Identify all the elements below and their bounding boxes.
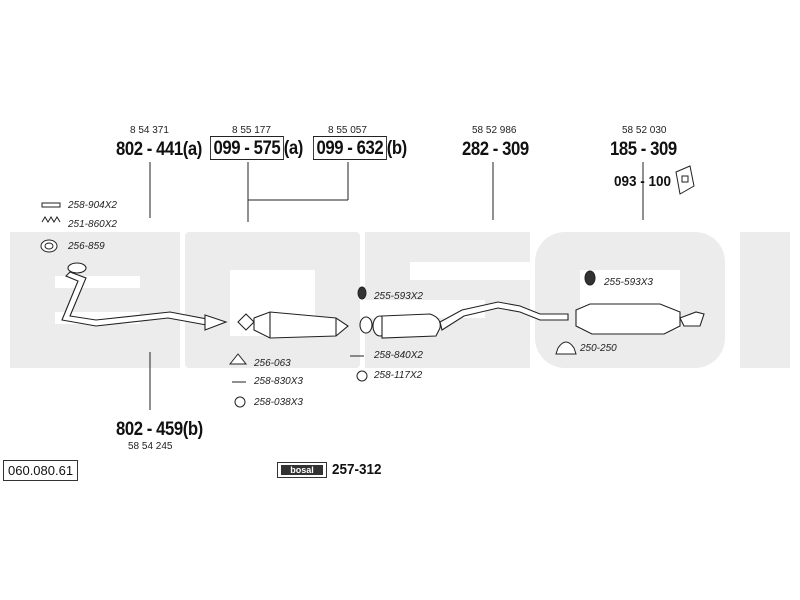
part-number-cat-a[interactable]: 099 - 575(a) [210, 136, 304, 160]
accessory-label[interactable]: 258-038X3 [254, 397, 303, 408]
rubber-mount-icon-2 [584, 270, 596, 286]
part-variant: (a) [182, 139, 203, 160]
accessory-label[interactable]: 258-117X2 [374, 370, 423, 381]
part-variant: (b) [386, 138, 407, 159]
part-number-cat-b[interactable]: 099 - 632(b) [313, 136, 407, 160]
accessory-icons [40, 202, 596, 408]
front-pipe [61, 262, 228, 331]
rubber-mount-icon [357, 286, 367, 300]
bosal-logo: bosal [277, 462, 327, 478]
accessory-label[interactable]: 250-250 [580, 343, 617, 354]
oe-number-cat-a: 8 55 177 [232, 125, 271, 136]
part-number-value: 802 - 441 [116, 139, 183, 160]
accessory-label[interactable]: 256-859 [68, 241, 105, 252]
nut-icon [234, 396, 246, 408]
part-number-rear[interactable]: 185 - 309 [610, 139, 677, 160]
kit-part-number[interactable]: 257-312 [332, 461, 382, 478]
clamp-icon [555, 341, 577, 355]
bracket-icon [675, 165, 695, 195]
accessory-label[interactable]: 258-840X2 [374, 350, 423, 361]
accessory-label[interactable]: 258-830X3 [254, 376, 303, 387]
part-number-bracket[interactable]: 093 - 100 [614, 173, 672, 190]
gasket-icon [41, 202, 61, 208]
bosal-logo-text: bosal [281, 465, 323, 475]
spring-icon [41, 216, 61, 223]
flange-gasket-icon [228, 353, 248, 365]
rear-silencer [575, 303, 705, 335]
oe-number-cat-b: 8 55 057 [328, 125, 367, 136]
oe-number-middle: 58 52 986 [472, 125, 517, 136]
oe-number-front-pipe-b: 58 54 245 [128, 441, 173, 452]
accessory-label[interactable]: 256-063 [254, 358, 291, 369]
accessory-label[interactable]: 255-593X2 [374, 291, 423, 302]
ring-icon-2 [356, 370, 368, 382]
part-variant: (a) [283, 138, 304, 159]
part-number-front-pipe[interactable]: 802 - 441(a) [116, 140, 202, 159]
part-number-middle[interactable]: 282 - 309 [462, 139, 529, 160]
accessory-label[interactable]: 255-593X3 [604, 277, 653, 288]
diagram-code: 060.080.61 [3, 460, 79, 481]
oe-number-front-pipe: 8 54 371 [130, 125, 169, 136]
part-number-value: 099 - 632 [313, 136, 387, 160]
part-number-value: 099 - 575 [210, 136, 284, 160]
middle-silencer [359, 301, 569, 339]
part-number-front-pipe-b[interactable]: 802 - 459(b) [116, 419, 203, 440]
oe-number-rear: 58 52 030 [622, 125, 667, 136]
accessory-label[interactable]: 251-860X2 [68, 219, 117, 230]
catalytic-converter [237, 311, 349, 339]
accessory-label[interactable]: 258-904X2 [68, 200, 117, 211]
